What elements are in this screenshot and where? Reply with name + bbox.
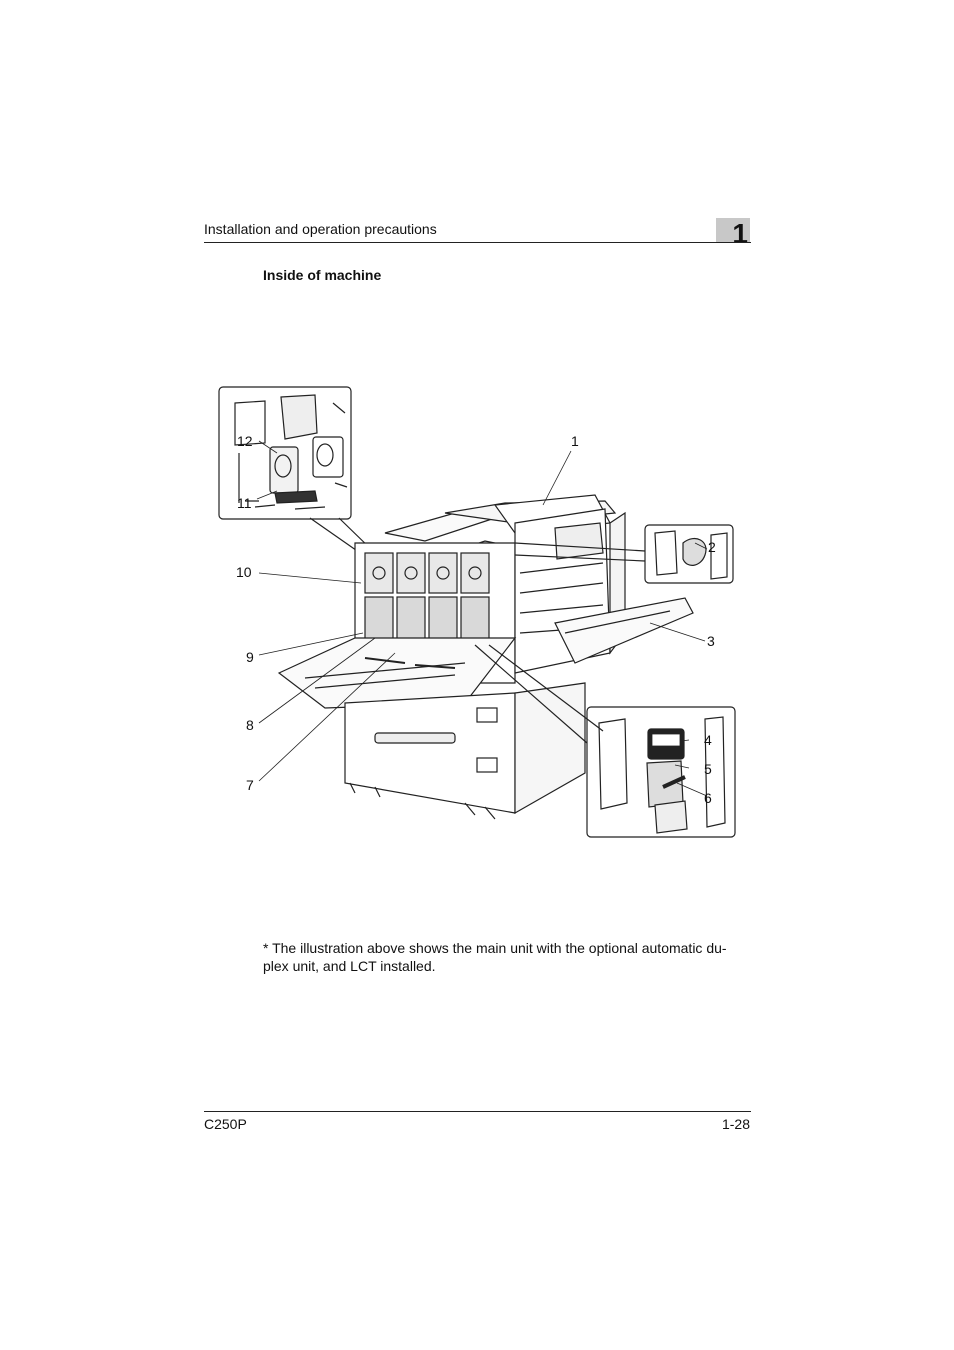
callout-10: 10 <box>236 564 252 580</box>
callout-4: 4 <box>704 732 712 748</box>
section-title: Inside of machine <box>263 267 382 283</box>
callout-leader-lines <box>256 440 708 797</box>
main-unit <box>277 494 694 820</box>
footer-rule <box>204 1111 751 1112</box>
chapter-tab: 1 <box>716 218 750 248</box>
machine-illustration-svg: 1 2 3 4 5 6 7 8 9 10 11 12 <box>218 386 736 838</box>
inset-toner-detail <box>218 386 352 520</box>
footer-page-number: 1-28 <box>721 1116 750 1132</box>
callout-5: 5 <box>704 761 712 777</box>
chapter-number: 1 <box>732 218 748 249</box>
header-rule <box>204 242 751 243</box>
callout-6: 6 <box>704 790 712 806</box>
footer-model: C250P <box>204 1116 247 1132</box>
running-header-title: Installation and operation precautions <box>204 221 437 237</box>
callout-2: 2 <box>708 539 716 555</box>
callout-9: 9 <box>246 649 254 665</box>
callout-1: 1 <box>571 433 579 449</box>
illustration-note: * The illustration above shows the main … <box>263 940 727 974</box>
callout-8: 8 <box>246 717 254 733</box>
callout-12: 12 <box>237 433 253 449</box>
callout-3: 3 <box>707 633 715 649</box>
inset-fuser-detail <box>644 524 734 584</box>
callout-labels: 1 2 3 4 5 6 7 8 9 10 11 12 <box>236 433 716 806</box>
callout-11: 11 <box>237 495 252 511</box>
inset-waste-toner-detail <box>586 706 736 838</box>
callout-7: 7 <box>246 777 254 793</box>
machine-illustration: 1 2 3 4 5 6 7 8 9 10 11 12 <box>215 383 745 843</box>
